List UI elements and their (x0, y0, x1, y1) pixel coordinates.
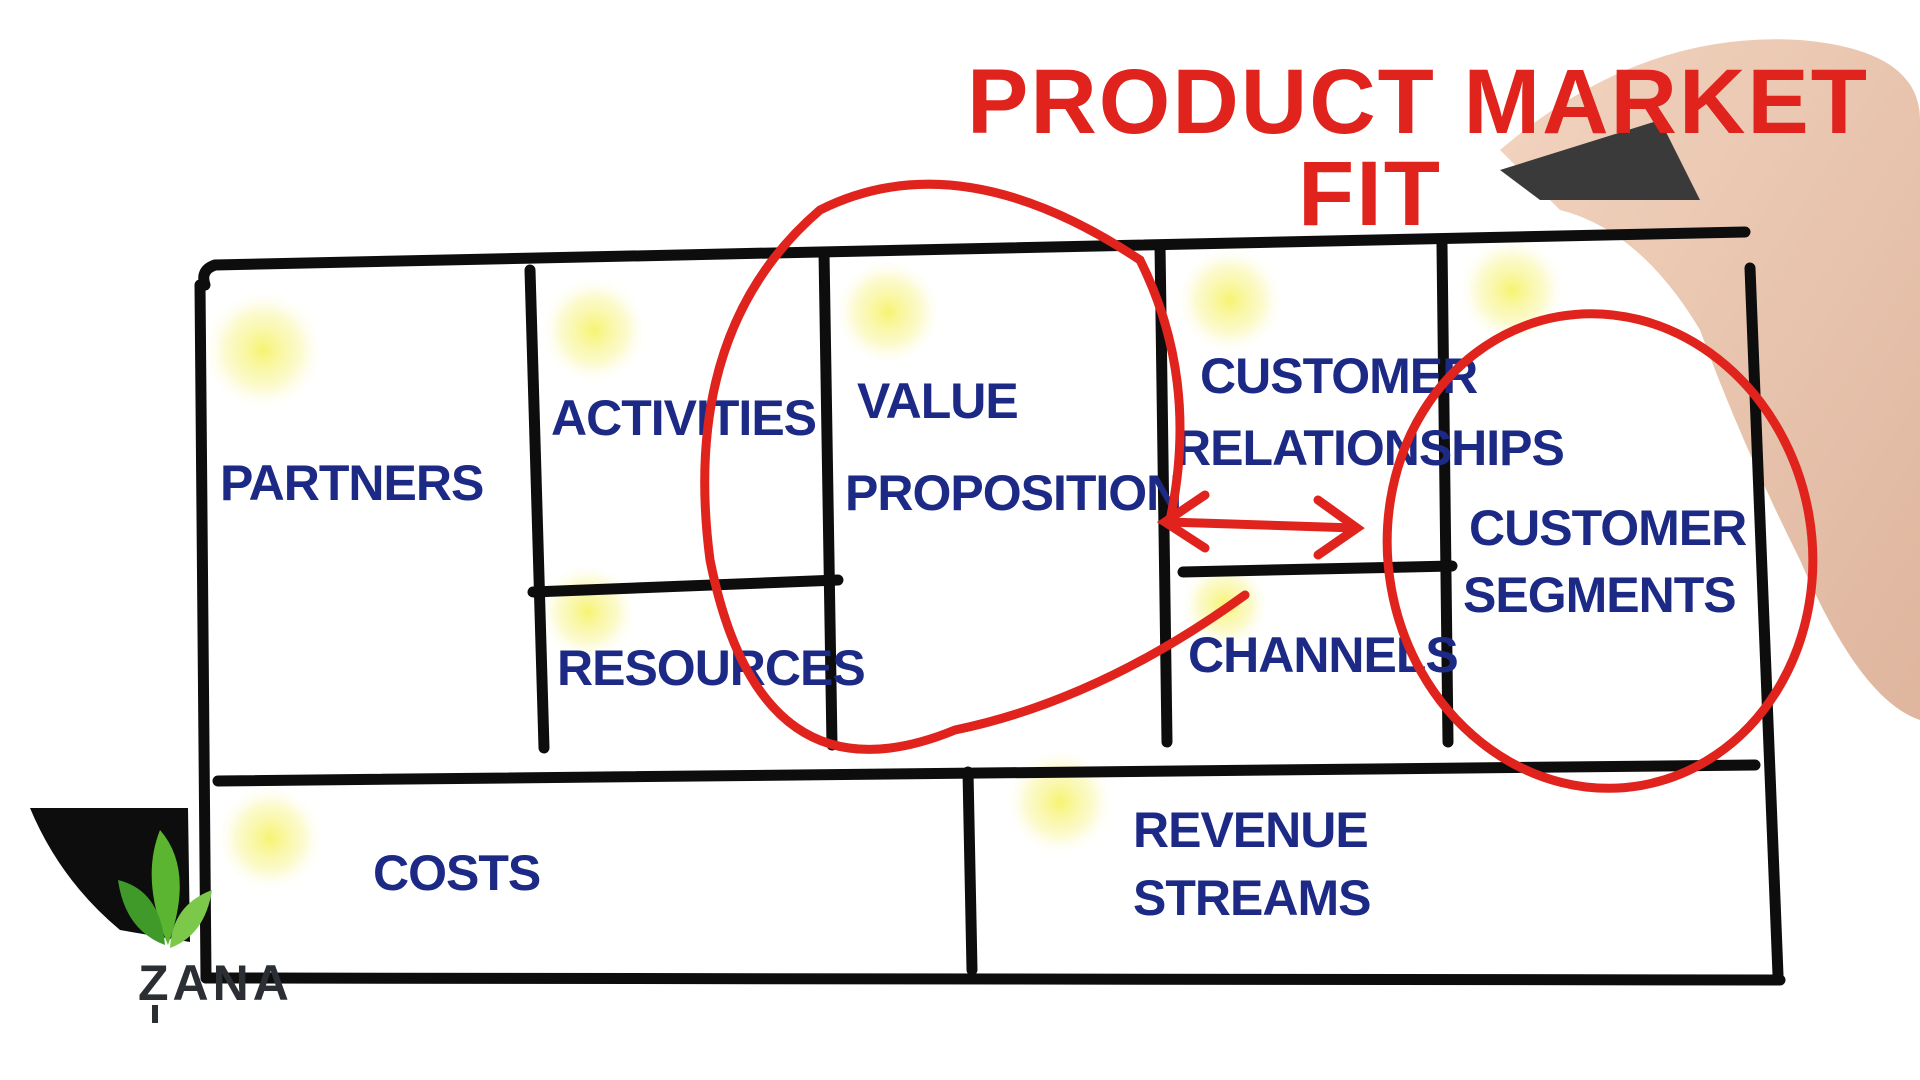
zana-logo: ZANA (118, 830, 293, 1023)
label-resources: RESOURCES (557, 640, 865, 696)
label-activities: ACTIVITIES (551, 390, 816, 446)
label-partners: PARTNERS (220, 455, 483, 511)
label-revenue: REVENUE (1133, 802, 1368, 858)
label-customer-seg-1: CUSTOMER (1469, 500, 1747, 556)
label-customer-rel-2: RELATIONSHIPS (1175, 420, 1564, 476)
title-line-2: FIT (1298, 143, 1442, 245)
label-proposition: PROPOSITION (845, 465, 1181, 521)
title-line-1: PRODUCT MARKET (967, 51, 1869, 153)
label-value: VALUE (857, 373, 1018, 429)
svg-text:ZANA: ZANA (138, 955, 293, 1011)
label-streams: STREAMS (1133, 870, 1370, 926)
red-annotations (700, 179, 1818, 793)
label-costs: COSTS (373, 845, 540, 901)
label-customer-seg-2: SEGMENTS (1463, 567, 1736, 623)
